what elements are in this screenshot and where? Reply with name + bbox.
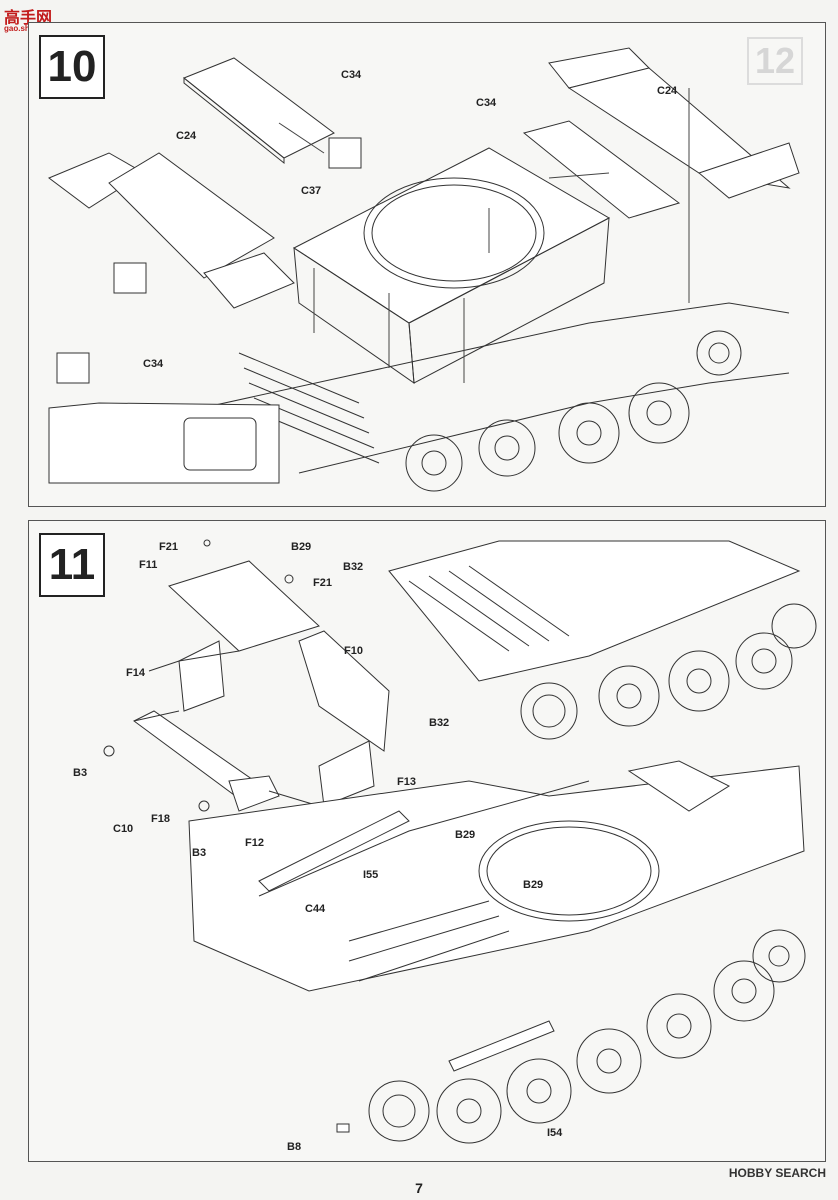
page-number: 7 [415, 1180, 423, 1196]
label-f10: F10 [344, 645, 363, 657]
label-c24: C24 [176, 130, 197, 142]
label-f18: F18 [151, 813, 170, 825]
label-b32: B32 [343, 561, 364, 573]
label-i54: I54 [547, 1127, 563, 1139]
label-f11: F11 [139, 559, 158, 571]
label-f13: F13 [397, 776, 416, 788]
label-c34: C34 [341, 69, 362, 81]
label-b29: B29 [291, 541, 312, 553]
label-b3: B3 [73, 767, 88, 779]
label-f21: F21 [313, 577, 332, 589]
label-c44: C44 [305, 903, 326, 915]
label-c37: C37 [301, 185, 322, 197]
label-b29: B29 [523, 879, 544, 891]
label-b32: B32 [429, 717, 450, 729]
label-b8: B8 [287, 1141, 302, 1153]
label-b29: B29 [455, 829, 476, 841]
label-f21: F21 [159, 541, 178, 553]
label-c34: C34 [476, 97, 497, 109]
label-b3: B3 [192, 847, 207, 859]
step-10-panel: 10 12 [28, 22, 826, 507]
step-number: 11 [39, 533, 105, 597]
label-c24: C24 [657, 85, 678, 97]
label-f14: F14 [126, 667, 145, 679]
step-10-drawing [48, 47, 800, 492]
label-c34: C34 [143, 358, 164, 370]
label-i55: I55 [363, 869, 379, 881]
step-11-drawing [103, 539, 817, 1144]
step-11-panel: 11 [28, 520, 826, 1162]
source-watermark: HOBBY SEARCH [728, 1166, 826, 1180]
label-f12: F12 [245, 837, 264, 849]
step-number: 10 [39, 35, 105, 99]
bleed-through-step-number: 12 [747, 37, 804, 85]
label-c10: C10 [113, 823, 134, 835]
